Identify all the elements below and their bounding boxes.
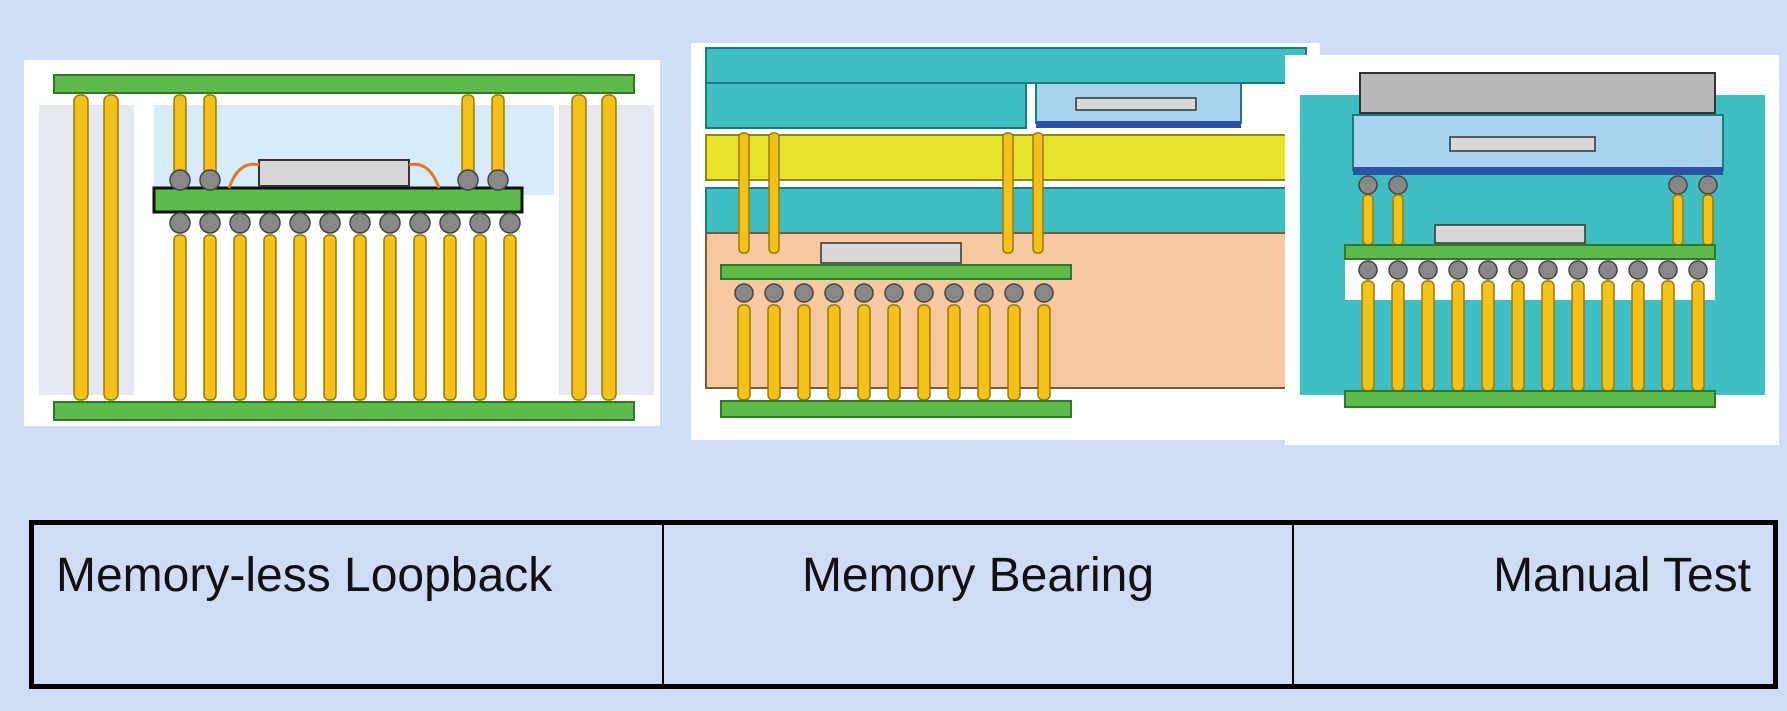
loopback-socket-svg bbox=[24, 60, 660, 426]
caption-memory-less-loopback: Memory-less Loopback bbox=[34, 525, 664, 684]
caption-manual-test: Manual Test bbox=[1493, 549, 1751, 602]
caption-table: Memory-less Loopback Memory Bearing Manu… bbox=[29, 520, 1778, 689]
caption-memory-bearing: Memory Bearing bbox=[664, 525, 1294, 684]
manual-test-diagram bbox=[1285, 55, 1779, 445]
memory-less-loopback-diagram bbox=[24, 60, 660, 426]
memory-bearing-diagram bbox=[691, 43, 1320, 440]
manual-test-socket-svg bbox=[1285, 55, 1779, 445]
memory-bearing-socket-svg bbox=[691, 43, 1320, 440]
